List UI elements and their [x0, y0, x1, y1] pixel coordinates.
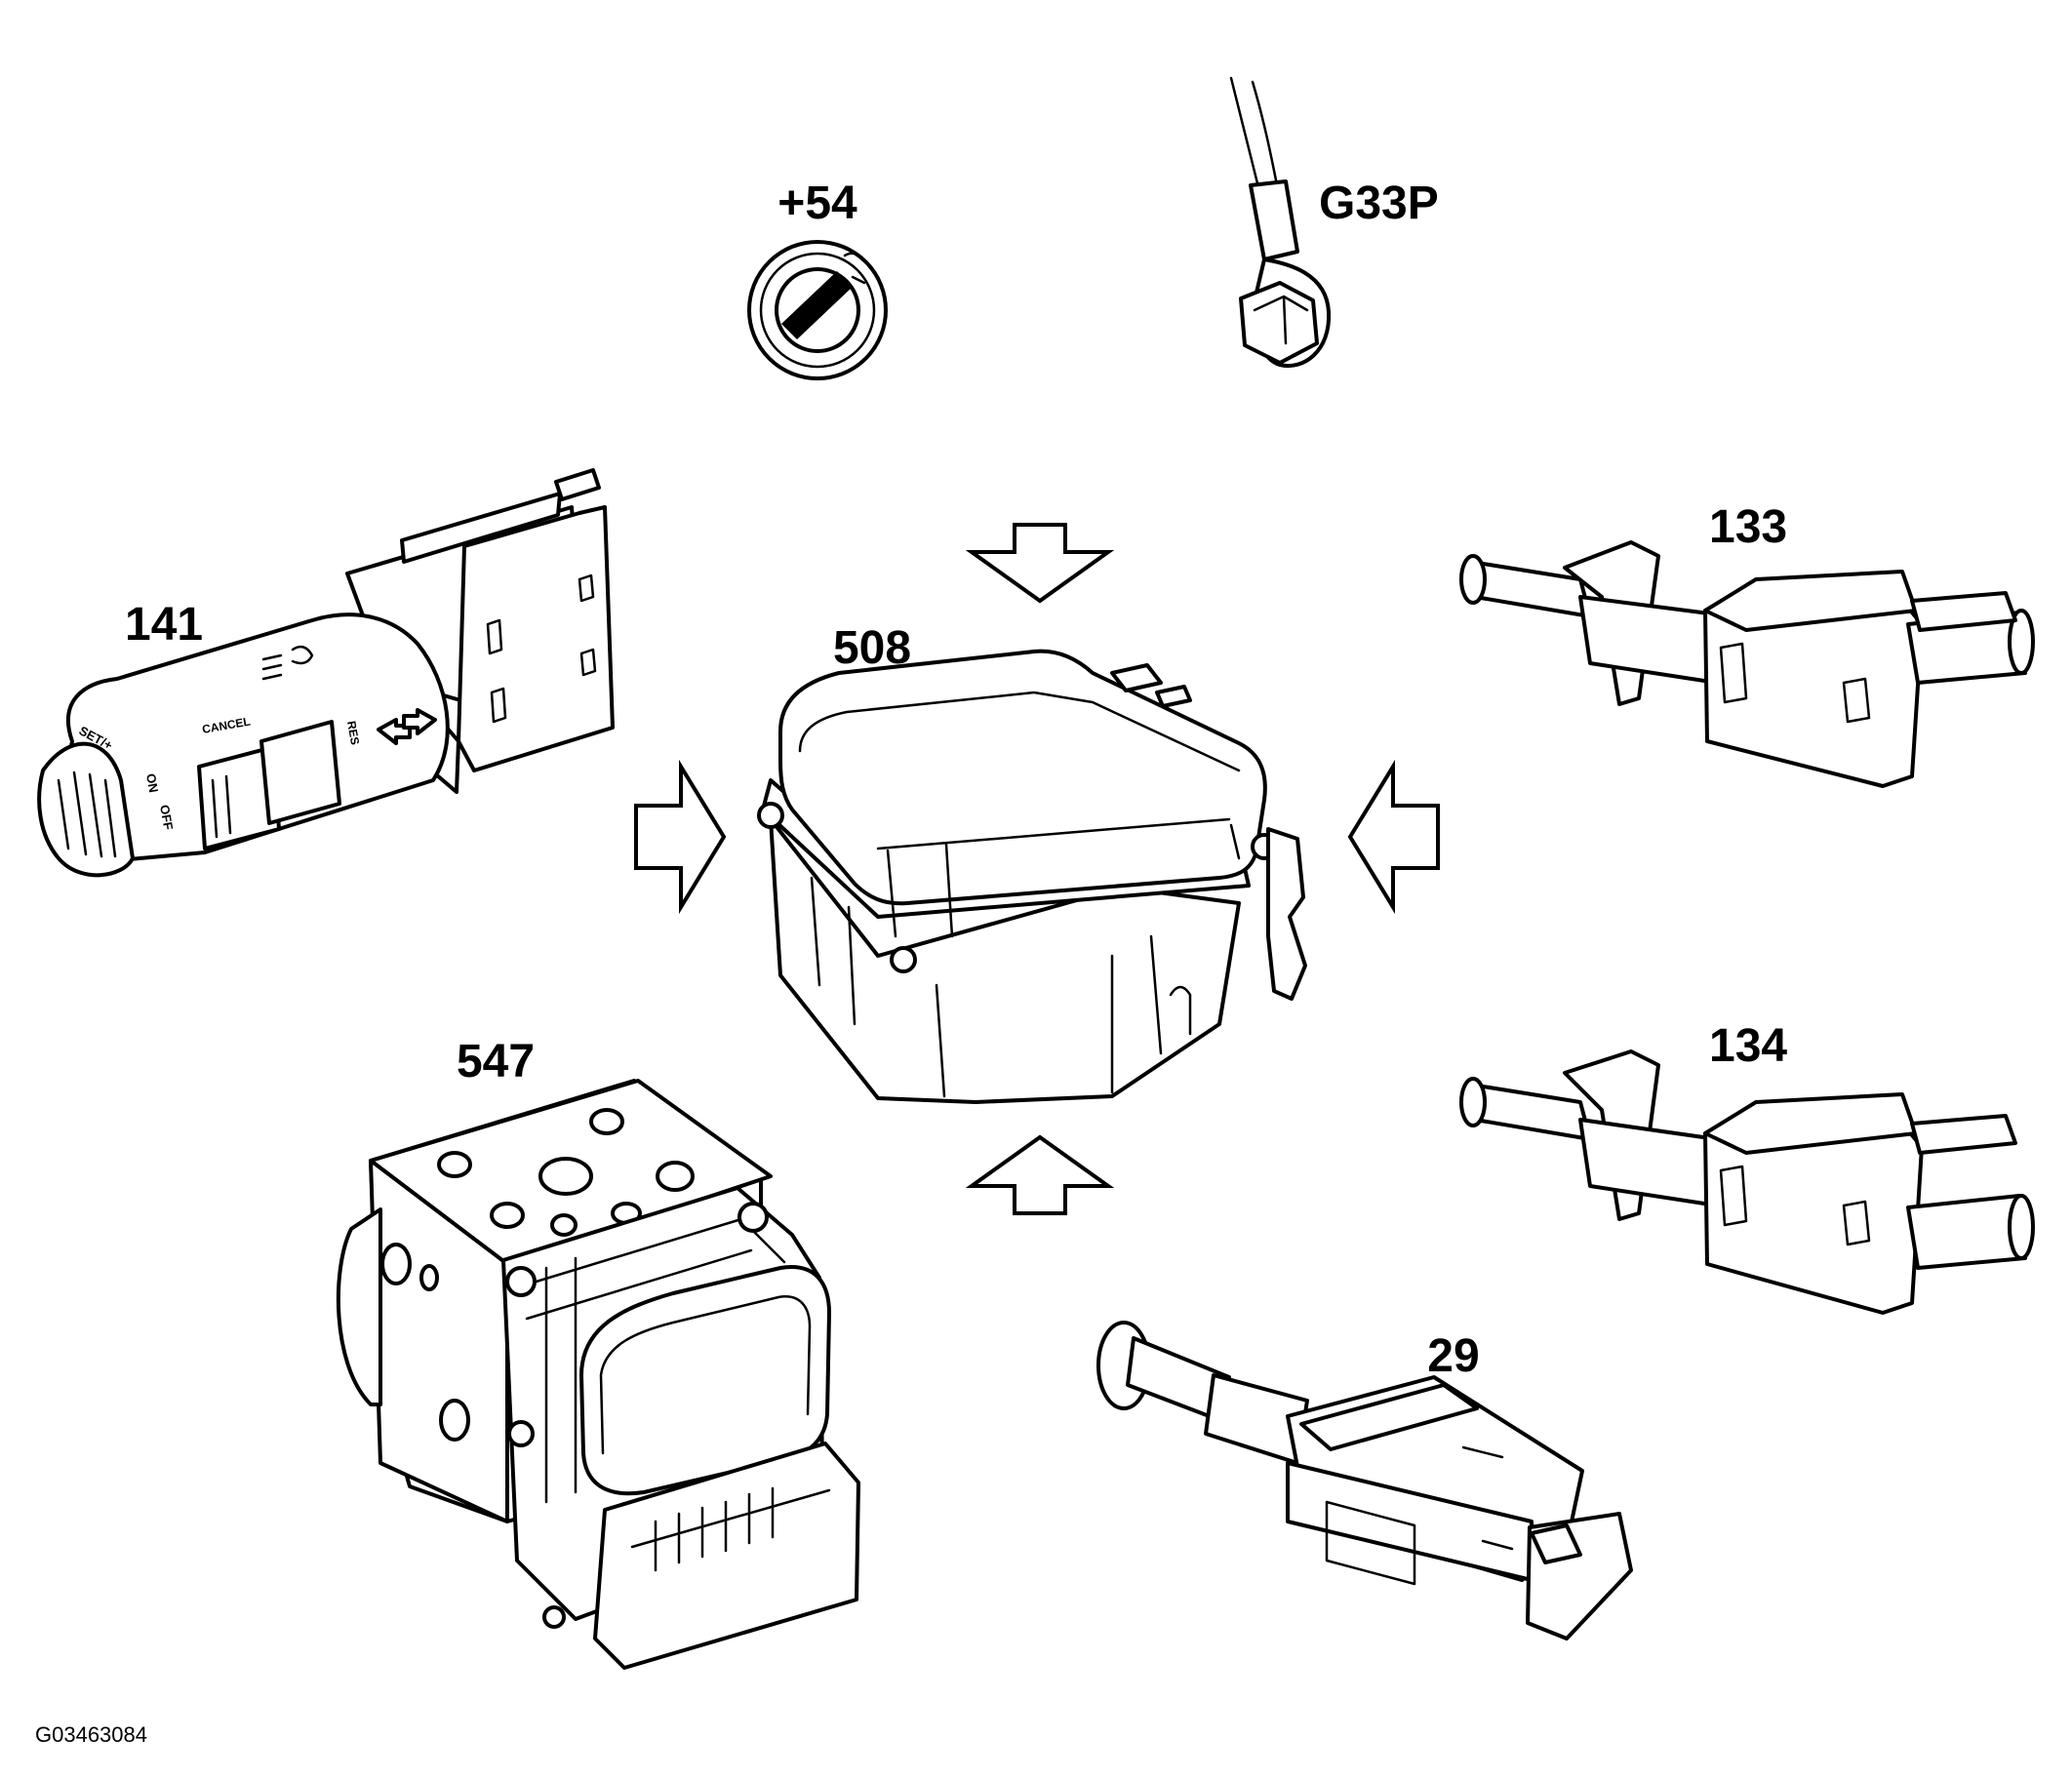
switch-134-plunger: [1469, 1083, 1592, 1141]
mount-screw: [890, 946, 917, 973]
label-switch-134: 134: [1709, 1020, 1787, 1072]
arrow-right-small-icon: [402, 708, 437, 735]
pedal-switch-134: [1459, 1049, 2035, 1315]
label-abs-547: 547: [457, 1036, 535, 1087]
module-cover: [778, 649, 1267, 906]
res-marking: RES: [344, 720, 362, 746]
cancel-button-cap: [259, 720, 341, 825]
switch-29-terminal: [1530, 1523, 1582, 1564]
cancel-button: [197, 745, 281, 850]
switch-134-shaft: [1906, 1194, 2027, 1270]
label-switch-29: 29: [1427, 1330, 1479, 1382]
abs-bolt: [737, 1202, 769, 1233]
figure-id: G03463084: [35, 1722, 147, 1747]
mount-screw: [757, 802, 784, 829]
abs-ecu-cover: [579, 1265, 831, 1496]
ground-point-g33p: [1229, 76, 1332, 369]
module-connector-clip: [1266, 827, 1307, 1001]
label-switch-133: 133: [1709, 501, 1787, 553]
arrow-up-icon: [965, 1134, 1115, 1215]
label-ground: G33P: [1319, 178, 1439, 229]
arrow-down-icon: [965, 523, 1115, 604]
switch-141-rail: [400, 492, 562, 564]
brake-light-switch-29: [1096, 1321, 1633, 1641]
switch-141-housing: [457, 505, 615, 772]
label-switch-141: 141: [125, 599, 203, 651]
on-marking: ON: [143, 772, 161, 794]
ground-cable-sleeve: [1249, 179, 1299, 261]
ground-bolt-hex-icon: [1239, 281, 1319, 365]
arrow-right-icon: [634, 759, 727, 915]
key-slot-icon: [781, 271, 853, 339]
label-ignition: +54: [777, 178, 857, 229]
abs-bolt: [507, 1420, 535, 1447]
control-module-508: [757, 649, 1307, 1104]
cruise-control-switch-141: SET/+ CANCEL RES ON OFF: [37, 468, 615, 878]
label-module: 508: [833, 622, 911, 674]
abs-bolt: [505, 1266, 537, 1297]
stalk-end-knob: [37, 741, 135, 878]
arrow-left-icon: [1347, 759, 1440, 915]
module-tab: [1110, 663, 1163, 692]
off-marking: OFF: [157, 804, 176, 831]
abs-modulator-547: [336, 1079, 860, 1670]
ignition-switch-54: [747, 240, 888, 380]
pedal-switch-133: [1459, 540, 2035, 788]
